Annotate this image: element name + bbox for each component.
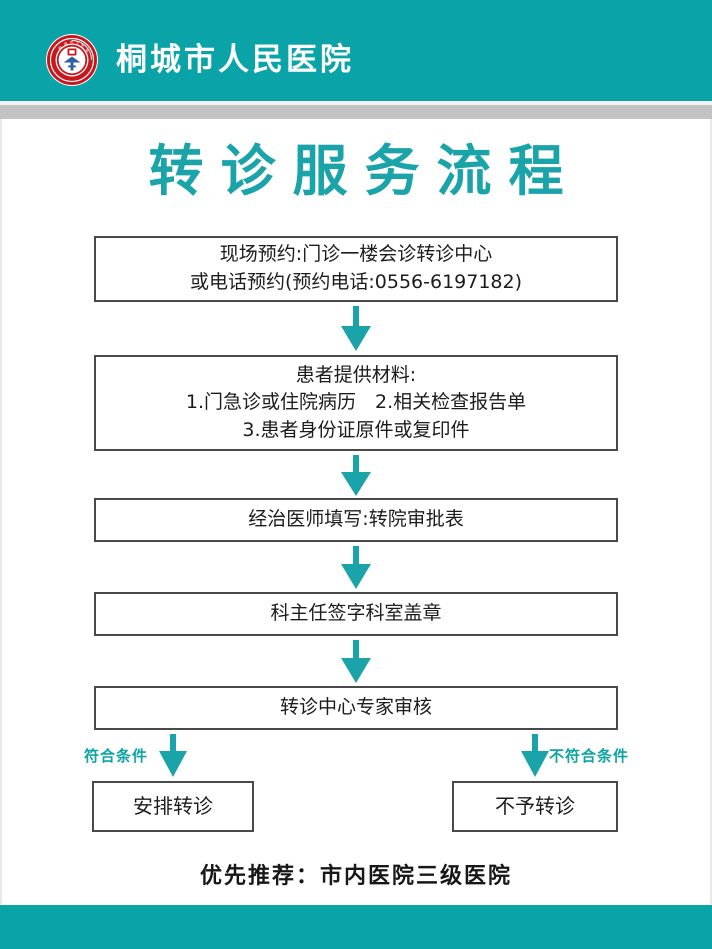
flow-arrow-down-icon: [339, 306, 373, 352]
flow-step-director-signature-line-1: 科主任签字科室盖章: [270, 602, 442, 625]
svg-text:民: 民: [80, 43, 85, 48]
flow-step-doctor-form: 经治医师填写:转院审批表: [94, 498, 618, 542]
flow-outcome-arrange-referral-label: 安排转诊: [133, 794, 213, 818]
recommendation-note: 优先推荐：市内医院三级医院: [199, 864, 512, 889]
flow-step-materials-line-1: 患者提供材料:: [295, 363, 417, 386]
flow-step-appointment: 现场预约:门诊一楼会诊转诊中心 或电话预约(预约电话:0556-6197182): [94, 236, 618, 302]
flow-step-expert-review: 转诊中心专家审核: [94, 686, 618, 730]
footer-band: [0, 905, 712, 949]
flow-step-director-signature: 科主任签字科室盖章: [94, 592, 618, 636]
flow-step-materials: 患者提供材料: 1.门急诊或住院病历 2.相关检查报告单 3.患者身份证原件或复…: [94, 355, 618, 451]
flow-step-appointment-line-1: 现场预约:门诊一楼会诊转诊中心: [219, 243, 493, 266]
flow-arrow-down-icon: [339, 640, 373, 684]
svg-text:市: 市: [70, 39, 75, 45]
flow-outcome-arrange-referral: 安排转诊: [92, 781, 254, 832]
flow-step-appointment-line-2: 或电话预约(预约电话:0556-6197182): [189, 271, 523, 293]
flow-outcome-reject-referral: 不予转诊: [452, 781, 618, 832]
page-title: 转诊服务流程: [148, 139, 581, 203]
branch-arrow-down-qualified-icon: [156, 734, 190, 778]
flow-arrow-down-icon: [339, 455, 373, 497]
flow-step-materials-line-2: 1.门急诊或住院病历 2.相关检查报告单: [185, 391, 527, 414]
svg-text:城: 城: [63, 40, 69, 46]
header-brand: 桐 城 市 人 民 医 桐城市人民医院: [46, 34, 354, 86]
branch-label-qualified: 符合条件: [84, 747, 149, 765]
flow-arrow-down-icon: [339, 546, 373, 590]
flow-step-expert-review-line-1: 转诊中心专家审核: [279, 696, 432, 719]
header-band: [0, 0, 712, 101]
header-divider-highlight: [0, 101, 712, 105]
branch-label-not-qualified: 不符合条件: [549, 747, 630, 765]
svg-text:人: 人: [75, 40, 80, 46]
hospital-seal-logo-icon: 桐 城 市 人 民 医: [46, 34, 98, 86]
flow-outcome-reject-referral-label: 不予转诊: [495, 794, 575, 818]
branch-arrow-down-not-qualified-icon: [518, 734, 552, 778]
hospital-name: 桐城市人民医院: [116, 41, 354, 78]
flow-step-doctor-form-line-1: 经治医师填写:转院审批表: [248, 508, 464, 531]
svg-text:医: 医: [85, 48, 91, 54]
flow-step-materials-line-3: 3.患者身份证原件或复印件: [242, 418, 470, 441]
header-divider-gray: [0, 101, 712, 119]
svg-text:桐: 桐: [57, 44, 63, 50]
